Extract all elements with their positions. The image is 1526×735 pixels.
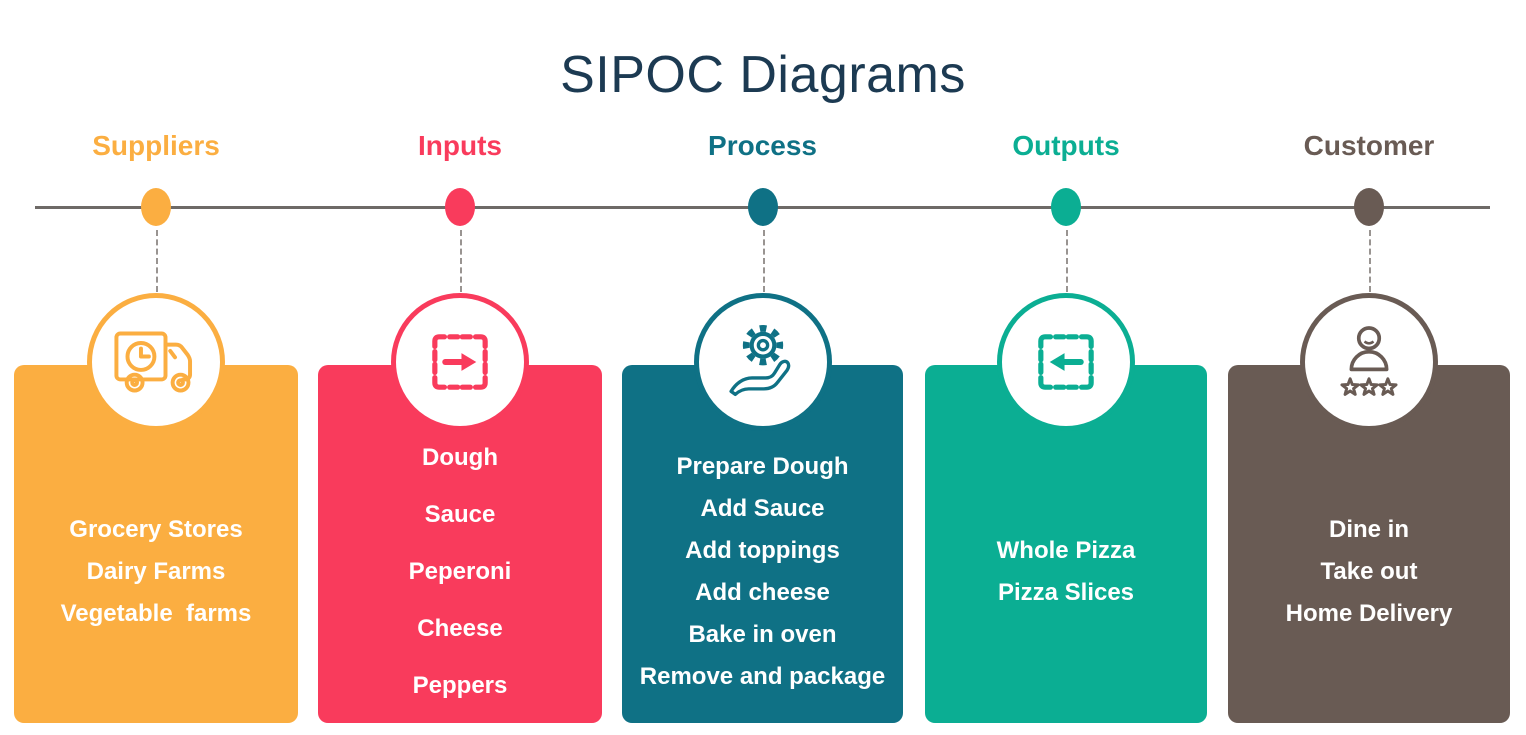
list-item: Prepare Dough	[676, 453, 849, 480]
delivery-truck-icon	[114, 331, 193, 393]
timeline-dot-process	[747, 188, 778, 226]
timeline-dot-inputs	[445, 188, 475, 226]
icon-badge-outputs	[997, 293, 1135, 431]
column-inputs: Inputs Dough Sauce Peperoni Cheese Peppe…	[318, 0, 602, 735]
suppliers-card: Grocery Stores Dairy Farms Vegetable far…	[14, 365, 298, 723]
connector-line-customer	[1369, 230, 1371, 292]
arrow-into-dashed-box-icon	[432, 334, 488, 390]
customer-rating-icon	[1340, 326, 1398, 396]
column-label-inputs: Inputs	[418, 130, 502, 161]
column-label-customer: Customer	[1303, 130, 1435, 161]
list-item: Add toppings	[685, 537, 840, 564]
list-item: Remove and package	[639, 663, 886, 690]
list-item: Grocery Stores	[69, 516, 243, 543]
column-label-suppliers: Suppliers	[92, 130, 220, 161]
list-item: Home Delivery	[1285, 600, 1453, 627]
arrow-out-of-dashed-box-icon	[1038, 334, 1094, 390]
list-item: Dairy Farms	[86, 558, 226, 585]
list-item: Cheese	[417, 615, 503, 642]
timeline-dot-suppliers	[141, 188, 171, 226]
column-suppliers: Suppliers Grocery Stores Dairy F	[14, 0, 298, 735]
icon-badge-customer	[1300, 293, 1438, 431]
column-label-process: Process	[708, 130, 817, 161]
list-item: Vegetable farms	[60, 600, 252, 627]
timeline-dot-outputs	[1051, 188, 1081, 226]
connector-line-outputs	[1066, 230, 1068, 292]
icon-badge-suppliers	[87, 293, 225, 431]
icon-badge-process	[693, 293, 832, 431]
timeline-dot-customer	[1354, 188, 1384, 226]
gear-on-hand-icon	[728, 325, 790, 397]
connector-line-suppliers	[156, 230, 158, 292]
column-customer: Customer Dine in Take out Home Delivery	[1228, 0, 1510, 735]
list-item: Add cheese	[695, 579, 830, 606]
list-item: Peppers	[412, 672, 508, 699]
connector-line-process	[762, 230, 765, 292]
list-item: Take out	[1320, 558, 1418, 585]
connector-line-inputs	[460, 230, 462, 292]
list-item: Peperoni	[408, 558, 512, 585]
column-outputs: Outputs Whole Pizza Pizza Slices	[925, 0, 1207, 735]
page-title: SIPOC Diagrams	[560, 45, 966, 104]
column-label-outputs: Outputs	[1012, 130, 1120, 161]
list-item: Dough	[422, 444, 498, 471]
list-item: Add Sauce	[700, 495, 825, 522]
list-item: Dine in	[1328, 516, 1409, 543]
list-item: Bake in oven	[688, 621, 837, 648]
list-item: Sauce	[424, 501, 496, 528]
column-process: Process Prepare Dough Add Sauce Add topp…	[622, 0, 903, 735]
icon-badge-inputs	[391, 293, 529, 431]
list-item: Pizza Slices	[997, 579, 1135, 606]
list-item: Whole Pizza	[996, 537, 1136, 564]
